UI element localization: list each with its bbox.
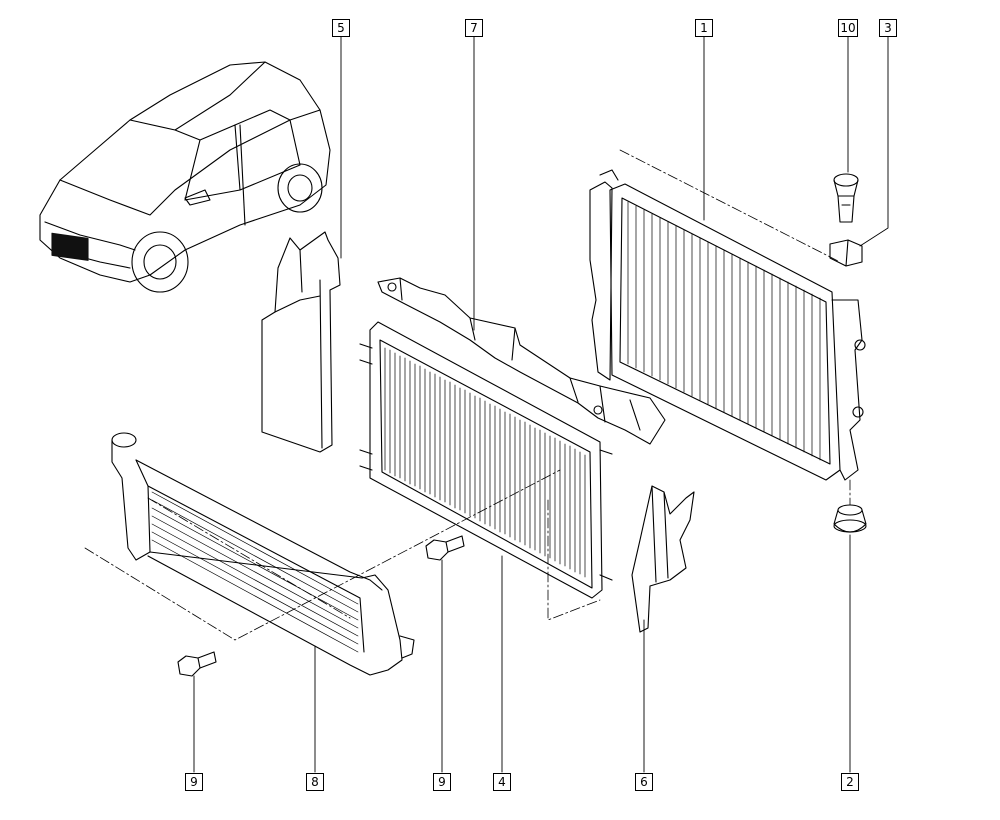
car-grille [51,232,89,261]
callout-3: 3 [879,19,897,37]
car-illustration [39,61,331,293]
part-5-air-deflector [261,231,341,453]
part-4-condenser [359,321,613,599]
callout-10: 10 [838,19,858,37]
callout-1: 1 [695,19,713,37]
callout-7: 7 [465,19,483,37]
part-7-upper-bar [377,277,666,445]
callout-8: 8 [306,773,324,791]
leader-lines [193,35,889,773]
callout-4: 4 [493,773,511,791]
callout-5: 5 [332,19,350,37]
callout-9-lower: 9 [185,773,203,791]
part-2-rubber-mount [833,504,867,533]
construction-lines [84,149,851,641]
callout-6: 6 [635,773,653,791]
part-9-bolt-upper [425,535,465,561]
part-10-clip [833,173,859,223]
part-9-bolt-lower [177,651,217,677]
part-6-air-deflector [631,485,695,633]
callout-2: 2 [841,773,859,791]
part-8-intercooler [111,432,415,676]
callout-9-upper: 9 [433,773,451,791]
part-3-bracket [829,239,863,267]
part-1-radiator [589,169,866,481]
